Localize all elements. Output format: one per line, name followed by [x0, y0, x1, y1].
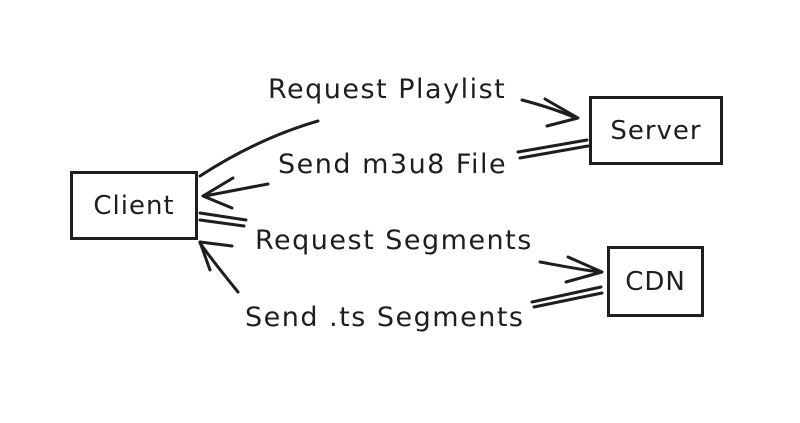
- label-request-segments: Request Segments: [255, 225, 533, 256]
- arrow-request-segments: [198, 211, 604, 284]
- server-label: Server: [610, 115, 702, 146]
- arrow-send-ts: [198, 240, 604, 309]
- label-send-ts: Send .ts Segments: [245, 302, 525, 333]
- client-label: Client: [93, 190, 175, 221]
- server-box: Server: [589, 96, 723, 165]
- arrow-request-playlist: [198, 97, 580, 178]
- cdn-label: CDN: [625, 266, 686, 297]
- label-send-m3u8: Send m3u8 File: [278, 149, 508, 180]
- label-request-playlist: Request Playlist: [268, 74, 507, 105]
- client-box: Client: [70, 171, 198, 240]
- arrow-send-m3u8: [201, 138, 590, 210]
- cdn-box: CDN: [607, 246, 704, 317]
